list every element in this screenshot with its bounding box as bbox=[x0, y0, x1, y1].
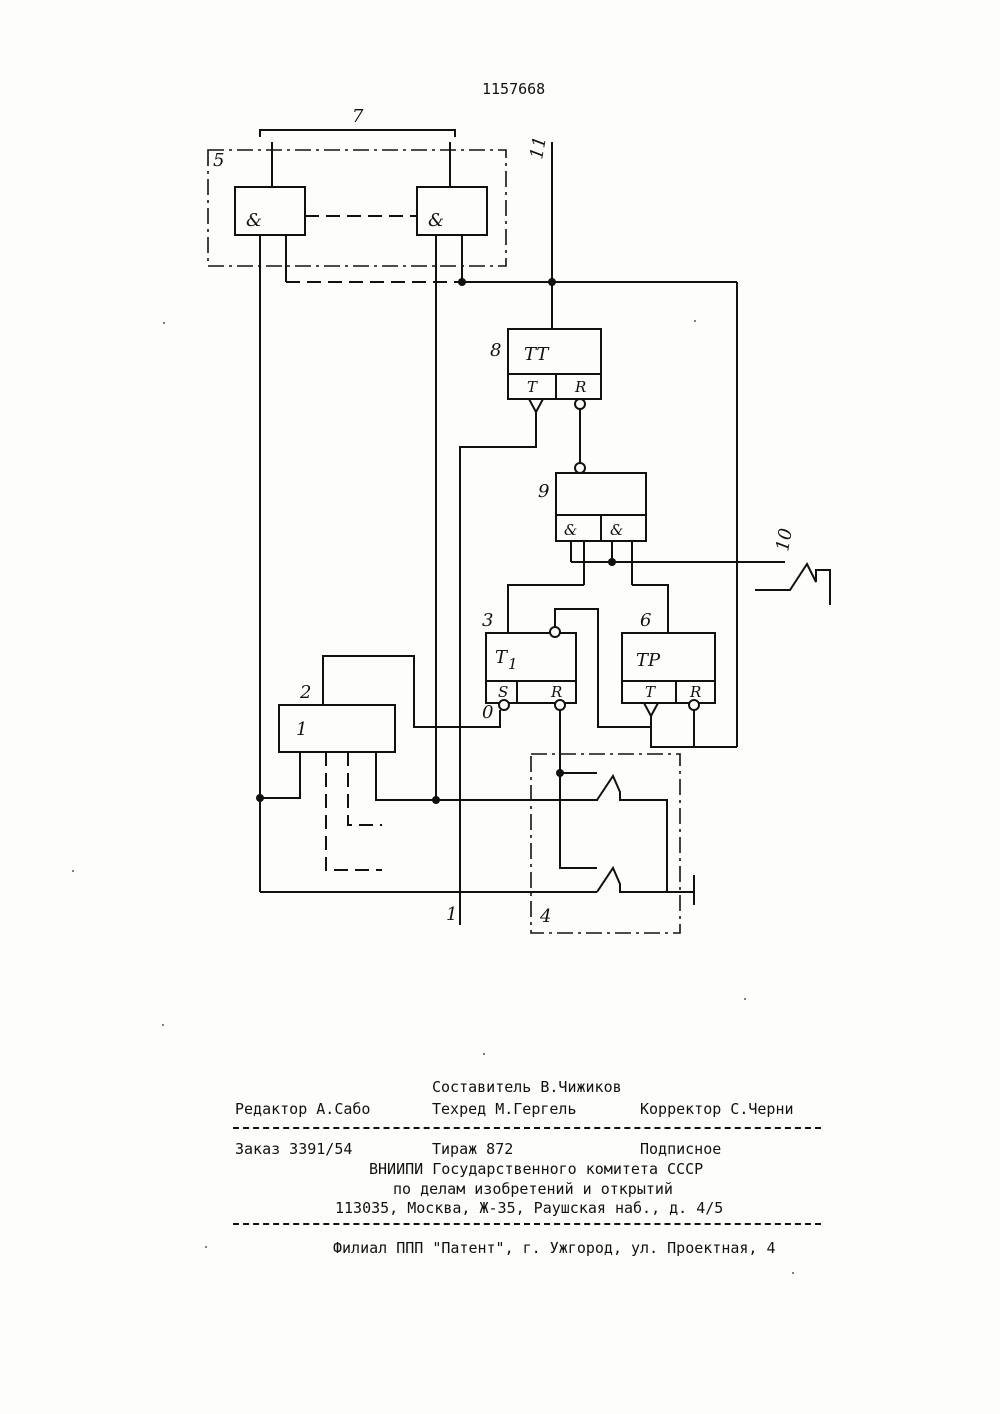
scan-speck bbox=[483, 1053, 485, 1055]
label-10: 10 bbox=[772, 527, 797, 553]
tp-pin-r: R bbox=[689, 683, 701, 701]
branch-line: Филиал ППП "Патент", г. Ужгород, ул. Про… bbox=[333, 1239, 776, 1257]
label-8: 8 bbox=[490, 340, 501, 361]
org-line-1: ВНИИПИ Государственного комитета СССР bbox=[369, 1160, 703, 1178]
circuit-diagram: 1157668 7 5 & & 11 TT T bbox=[0, 0, 1000, 1000]
circulation-line: Тираж 872 bbox=[432, 1140, 513, 1158]
block-8-tt bbox=[508, 329, 601, 399]
block-9-and-left: & bbox=[564, 521, 577, 539]
label-2: 2 bbox=[299, 682, 311, 703]
editor-line: Редактор А.Сабо bbox=[235, 1100, 370, 1118]
label-1: 1 bbox=[446, 904, 457, 925]
order-line: Заказ 3391/54 bbox=[235, 1140, 352, 1158]
label-0: 0 bbox=[482, 702, 493, 723]
scan-speck bbox=[694, 320, 696, 322]
scan-speck bbox=[163, 322, 165, 324]
patent-number: 1157668 bbox=[482, 80, 545, 98]
label-4: 4 bbox=[539, 906, 551, 927]
label-5: 5 bbox=[213, 150, 224, 171]
t1-pin-s: S bbox=[498, 683, 508, 701]
tt-pin-t: T bbox=[527, 378, 538, 396]
label-9: 9 bbox=[538, 481, 549, 502]
block-4-frame bbox=[531, 754, 680, 933]
tt-label: TT bbox=[524, 344, 550, 365]
brace-7 bbox=[260, 130, 455, 137]
block-2-text: 1 bbox=[296, 719, 307, 740]
tp-pin-t: T bbox=[645, 683, 656, 701]
and-gate-left-symbol: & bbox=[246, 210, 262, 231]
scan-speck bbox=[792, 1272, 794, 1274]
tp-label: TP bbox=[636, 650, 661, 671]
t1-label: T bbox=[495, 647, 509, 668]
label-6: 6 bbox=[640, 610, 651, 631]
and-gate-right-symbol: & bbox=[428, 210, 444, 231]
tt-pin-r: R bbox=[574, 378, 586, 396]
label-3: 3 bbox=[482, 610, 493, 631]
divider-1 bbox=[233, 1127, 821, 1129]
compiler-line: Составитель В.Чижиков bbox=[432, 1078, 622, 1096]
t1-pin-r: R bbox=[550, 683, 562, 701]
subscription-line: Подписное bbox=[640, 1140, 721, 1158]
divider-2 bbox=[233, 1223, 821, 1225]
t1-subscript: 1 bbox=[508, 655, 518, 673]
address-line: 113035, Москва, Ж-35, Раушская наб., д. … bbox=[335, 1199, 723, 1217]
scan-speck bbox=[72, 870, 74, 872]
scan-speck bbox=[162, 1024, 164, 1026]
block-9-and-right: & bbox=[610, 521, 623, 539]
techred-line: Техред М.Гергель bbox=[432, 1100, 577, 1118]
scan-speck bbox=[744, 998, 746, 1000]
scan-speck bbox=[205, 1246, 207, 1248]
label-7: 7 bbox=[352, 106, 364, 127]
corrector-line: Корректор С.Черни bbox=[640, 1100, 794, 1118]
label-11: 11 bbox=[526, 135, 551, 161]
org-line-2: по делам изобретений и открытий bbox=[393, 1180, 673, 1198]
